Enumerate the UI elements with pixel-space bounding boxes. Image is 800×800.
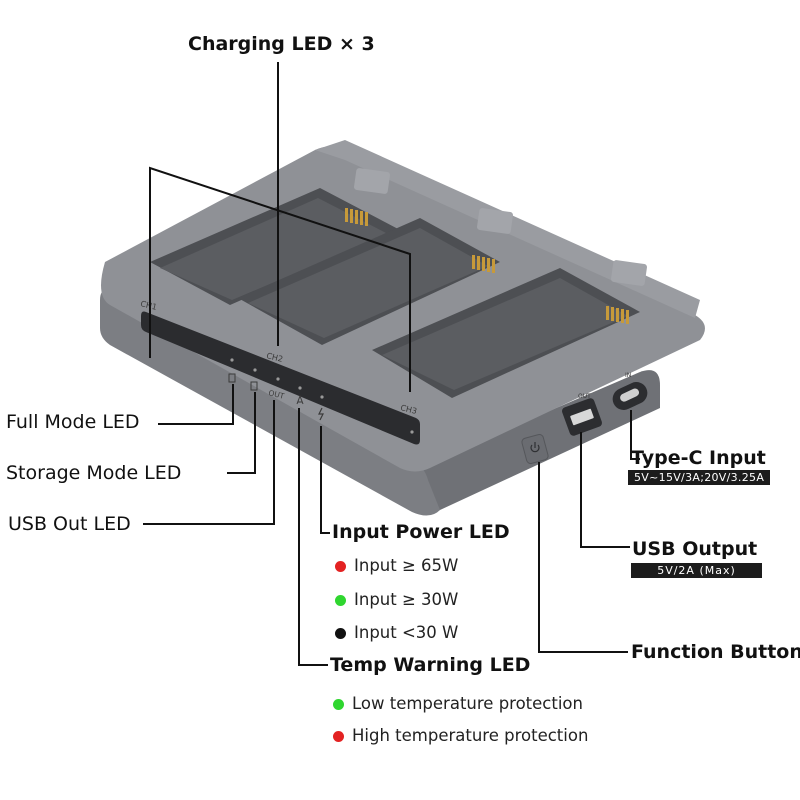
bay-clip-2	[477, 208, 513, 234]
red-dot-icon	[335, 561, 346, 572]
lightning-symbol-icon	[318, 407, 324, 421]
bay-clip-3	[611, 260, 647, 286]
black-dot-icon	[335, 628, 346, 639]
type-c-input-label: Type-C Input	[631, 447, 766, 469]
function-button-label: Function Button	[631, 641, 800, 663]
callout-lines	[143, 62, 640, 666]
battery-contacts-2	[472, 255, 495, 273]
green-dot-icon	[335, 595, 346, 606]
temp-legend-2: High temperature protection	[333, 726, 588, 745]
bay-clip-1	[354, 168, 390, 194]
red-dot-icon	[333, 731, 344, 742]
charging-hub: CH1 CH2 CH3 OUT OUT IN	[100, 140, 705, 516]
mark-ch3: CH3	[400, 403, 418, 416]
mark-ch1: CH1	[140, 299, 158, 312]
legend-text: High temperature protection	[352, 726, 589, 745]
usb-output-label: USB Output	[632, 538, 758, 560]
thermometer-symbol-icon	[296, 394, 304, 405]
full-mode-symbol-icon	[228, 373, 236, 383]
legend-text: Input ≥ 30W	[354, 590, 459, 609]
power-icon	[530, 442, 540, 453]
input-power-legend-3: Input <30 W	[335, 623, 458, 642]
storage-mode-led-label: Storage Mode LED	[6, 462, 182, 484]
input-power-legend-1: Input ≥ 65W	[335, 556, 458, 575]
legend-text: Input ≥ 65W	[354, 556, 459, 575]
type-c-spec-badge: 5V~15V/3A;20V/3.25A	[628, 470, 771, 485]
green-dot-icon	[333, 699, 344, 710]
mark-port-in: IN	[625, 372, 631, 379]
full-mode-led-label: Full Mode LED	[6, 411, 140, 433]
temp-legend-1: Low temperature protection	[333, 694, 583, 713]
legend-text: Input <30 W	[354, 623, 459, 642]
storage-mode-symbol-icon	[250, 381, 258, 391]
usb-output-spec-badge: 5V/2A (Max)	[631, 563, 762, 578]
legend-text: Low temperature protection	[352, 694, 583, 713]
mark-ch2: CH2	[266, 351, 284, 364]
mark-port-out: OUT	[578, 393, 591, 400]
input-power-led-label: Input Power LED	[332, 521, 510, 543]
battery-contacts-3	[606, 306, 629, 324]
function-button[interactable]	[521, 433, 549, 465]
mark-out: OUT	[268, 388, 286, 401]
input-power-legend-2: Input ≥ 30W	[335, 590, 458, 609]
charging-led-label: Charging LED × 3	[188, 33, 375, 55]
led-dots	[230, 358, 414, 434]
led-indicator-bar	[141, 311, 420, 445]
usb-out-led-label: USB Out LED	[8, 513, 131, 535]
temp-warning-led-label: Temp Warning LED	[330, 654, 531, 676]
battery-contacts-1	[345, 208, 368, 226]
